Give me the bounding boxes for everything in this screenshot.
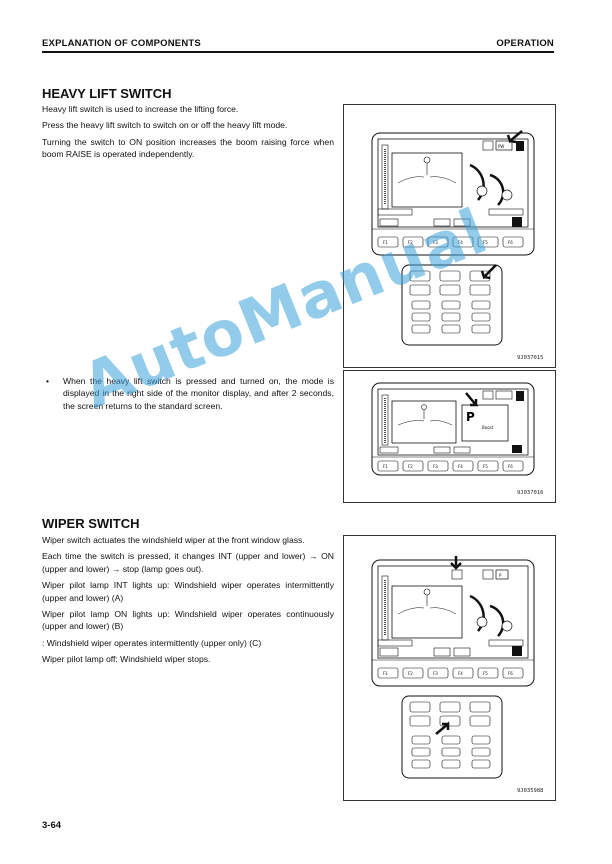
mode-pw-label: PW [498,144,504,149]
heavy-lift-para-1: Heavy lift switch is used to increase th… [42,104,239,114]
figure-1-id: 9J037015 [517,355,544,361]
monitor-illustration-2: P Boost F1 F2 F3 F4 F5 F6 [371,382,535,476]
heavy-lift-bullet-text: When the heavy lift switch is pressed an… [63,376,334,411]
heavy-lift-para-3: Turning the switch to ON position increa… [42,136,334,160]
fkey2-f5: F5 [483,464,488,469]
fkey3-f1: F1 [383,671,388,676]
popup-mode-p: P [466,410,475,424]
fkey-row-2: F1 F2 F3 F4 F5 F6 [377,460,524,472]
mode-p-label: P [499,573,502,578]
heavy-lift-bullet: • When the heavy lift switch is pressed … [42,375,334,412]
wiper-para-3: Wiper pilot lamp INT lights up: Windshie… [42,580,334,603]
fkey3-f3: F3 [433,671,438,676]
wiper-para-2: Each time the switch is pressed, it chan… [42,551,334,574]
wiper-para-5: : Windshield wiper operates intermittent… [42,637,262,648]
monitor-illustration-1: PW F1 F2 F3 F4 F5 F6 [371,130,535,346]
fkey-f5: F5 [483,240,488,245]
fkey3-f5: F5 [483,671,488,676]
figure-monitor-heavy-lift-display: P Boost F1 F2 F3 F4 F5 F6 9J037016 [343,370,556,503]
fkey-row-3: F1 F2 F3 F4 F5 F6 [377,667,524,679]
monitor-illustration-3: P F1 F2 F3 F4 F5 F6 [371,556,535,779]
figure-3-id: 9J035988 [517,788,544,794]
fkey2-f2: F2 [408,464,413,469]
fkey-f1: F1 [383,240,388,245]
fkey-f3: F3 [433,240,438,245]
figure-2-id: 9J037016 [517,490,544,496]
fkey-f6: F6 [508,240,513,245]
wiper-text: Wiper switch actuates the windshield wip… [42,534,334,670]
fkey3-f4: F4 [458,671,463,676]
page-number: 3-64 [42,820,62,831]
fkey2-f3: F3 [433,464,438,469]
wiper-para-1: Wiper switch actuates the windshield wip… [42,535,305,545]
header-section-title: EXPLANATION OF COMPONENTS [42,38,201,49]
fkey-f4: F4 [458,240,463,245]
fkey3-f2: F2 [408,671,413,676]
fkey2-f4: F4 [458,464,463,469]
fkey2-f6: F6 [508,464,513,469]
header-chapter-title: OPERATION [496,38,554,49]
heavy-lift-text: Heavy lift switch is used to increase th… [42,103,334,165]
popup-boost-label: Boost [482,425,494,430]
fkey-f2: F2 [408,240,413,245]
heavy-lift-para-2: Press the heavy lift switch to switch on… [42,120,288,131]
heavy-lift-heading: HEAVY LIFT SWITCH [42,86,172,101]
wiper-heading: WIPER SWITCH [42,516,140,531]
header-rule [42,51,554,53]
fkey-row-1: F1 F2 F3 F4 F5 F6 [377,236,524,248]
wiper-para-4: Wiper pilot lamp ON lights up: Windshiel… [42,609,334,632]
fkey3-f6: F6 [508,671,513,676]
fkey2-f1: F1 [383,464,388,469]
wiper-para-6: Wiper pilot lamp off: Windshield wiper s… [42,654,211,665]
bullet-dot: • [46,376,50,386]
figure-monitor-wiper: P F1 F2 F3 F4 F5 F6 [343,535,556,801]
figure-monitor-heavy-lift: PW F1 F2 F3 F4 F5 F6 [343,104,556,368]
